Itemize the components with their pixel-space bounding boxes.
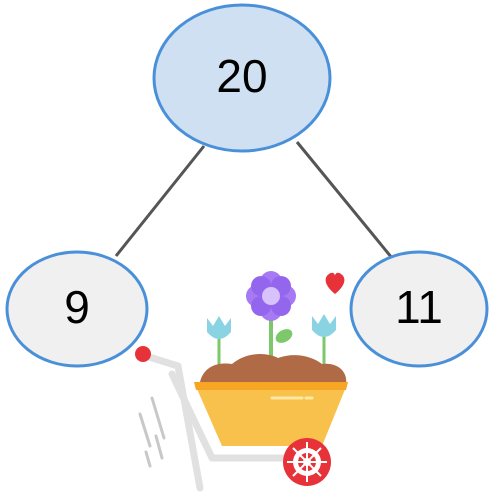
soil-icon (200, 354, 347, 384)
heart-icon (325, 272, 345, 294)
speed-lines-icon (138, 396, 166, 468)
part-node-left-shape (5, 250, 149, 368)
connector-right (295, 141, 394, 259)
part-node-left-value: 9 (64, 281, 90, 333)
wheelbarrow-illustration (135, 271, 348, 492)
wheelbarrow-frame-icon (142, 352, 296, 492)
part-node-right-value: 11 (395, 281, 443, 333)
whole-node: 20 (152, 3, 332, 153)
wheel-icon (283, 438, 331, 486)
part-node-right-shape (349, 250, 489, 368)
part-node-right: 11 (349, 250, 489, 368)
wheelbarrow-bucket-icon (194, 382, 348, 446)
part-node-left: 9 (5, 250, 149, 368)
flower-purple-icon (246, 271, 296, 366)
connector-left (114, 145, 206, 257)
handle-grip-icon (135, 346, 151, 362)
whole-node-value: 20 (216, 50, 267, 102)
whole-node-shape (152, 3, 332, 153)
